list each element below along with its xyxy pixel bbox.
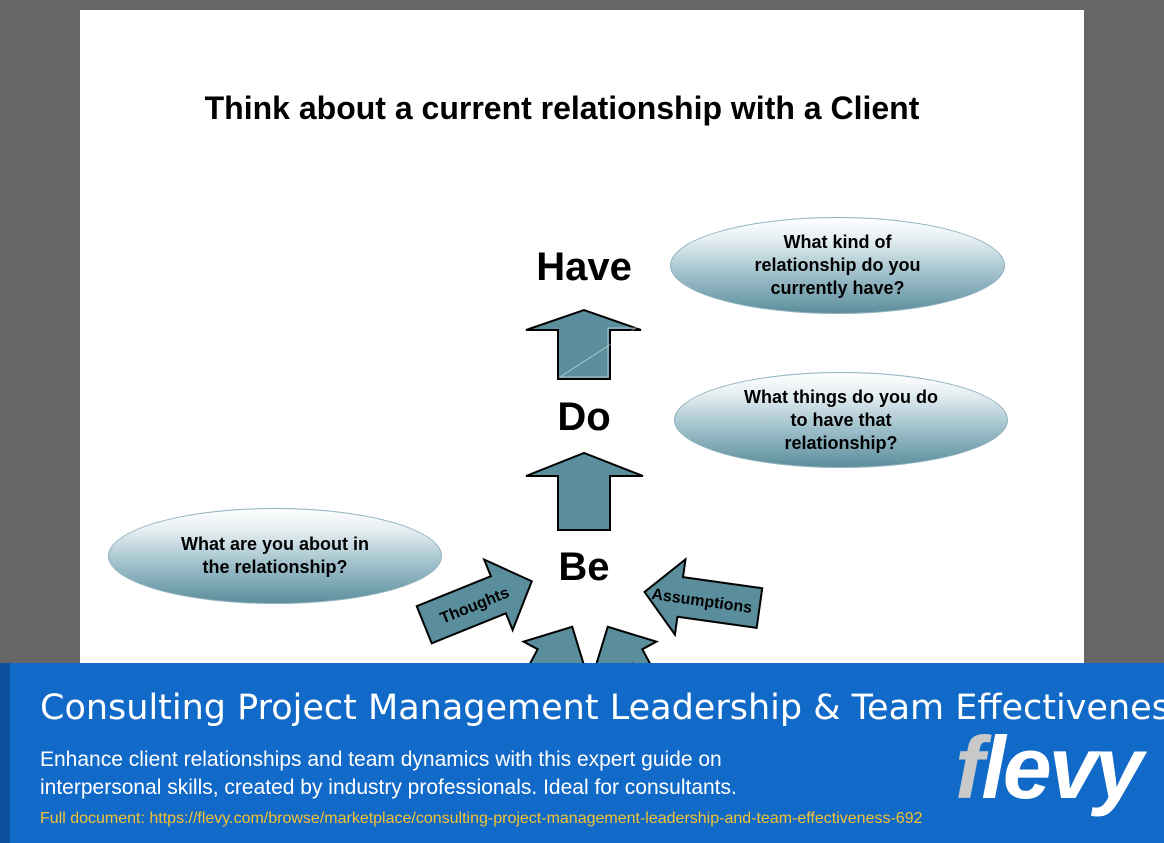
banner-description: Enhance client relationships and team dy… xyxy=(40,748,737,799)
logo-rest: levy xyxy=(981,718,1143,817)
banner-stripe xyxy=(0,663,10,843)
level-be: Be xyxy=(558,545,610,589)
bubble-do-question: What things do you do to have that relat… xyxy=(674,372,1008,468)
promo-banner xyxy=(0,663,1164,843)
bubble-have-line-2: relationship do you xyxy=(754,255,921,275)
bubble-do-line-1: What things do you do xyxy=(744,386,938,407)
level-do: Do xyxy=(557,395,611,439)
bubble-do-line-2: to have that xyxy=(790,409,892,430)
bubble-have-line-1: What kind of xyxy=(783,232,892,252)
logo-f: f xyxy=(955,718,984,817)
level-have: Have xyxy=(536,245,632,289)
up-arrow-have xyxy=(525,308,642,380)
slide-title: Think about a current relationship with … xyxy=(204,90,920,126)
up-arrow-do xyxy=(525,451,644,531)
slide: Think about a current relationship with … xyxy=(80,10,1084,670)
bubble-have-question: What kind of relationship do you current… xyxy=(670,217,1005,314)
bubble-do-line-3: relationship? xyxy=(784,432,898,453)
lower-left-arrow: s xyxy=(498,625,589,670)
banner-title: Consulting Project Management Leadership… xyxy=(40,688,1164,728)
assumptions-arrow: Assumptions xyxy=(643,556,764,638)
bubble-be-question: What are you about in the relationship? xyxy=(108,508,442,604)
bubble-be-line-1: What are you about in xyxy=(180,534,369,554)
bubble-be-line-2: the relationship? xyxy=(202,557,348,577)
diagram: Thoughts Assumptions s V xyxy=(415,308,764,670)
flevy-logo[interactable]: flevy xyxy=(955,724,1144,812)
bubble-have-line-3: currently have? xyxy=(770,278,905,298)
full-document-link[interactable]: Full document: https://flevy.com/browse/… xyxy=(40,810,923,827)
